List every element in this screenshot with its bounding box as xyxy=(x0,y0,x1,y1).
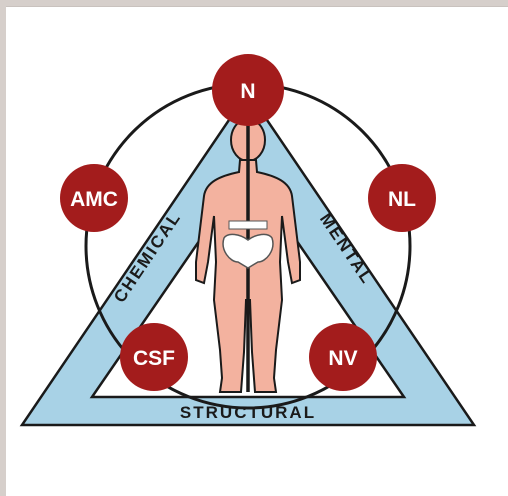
svg-text:NL: NL xyxy=(388,188,416,211)
node-lower-right: NV xyxy=(309,323,377,391)
svg-text:NV: NV xyxy=(328,347,357,370)
node-top: N xyxy=(212,54,284,126)
node-upper-right: NL xyxy=(368,164,436,232)
svg-text:N: N xyxy=(240,80,255,103)
svg-text:CSF: CSF xyxy=(133,347,175,370)
node-upper-left: AMC xyxy=(60,164,128,232)
node-lower-left: CSF xyxy=(120,323,188,391)
side-label-structural: STRUCTURAL xyxy=(180,403,316,422)
svg-text:AMC: AMC xyxy=(70,188,118,211)
